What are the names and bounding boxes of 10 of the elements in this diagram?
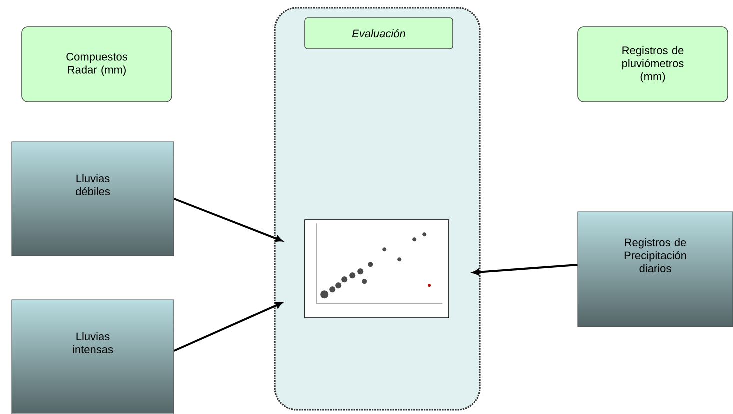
data-box: Registros de Precipitación diarios <box>578 212 733 328</box>
picture <box>304 220 450 318</box>
heading-box: Evaluación <box>304 18 454 50</box>
data-box: Lluvias débiles <box>12 142 174 256</box>
category-box: Compuestos Radar (mm) <box>22 26 172 102</box>
category-box: Registros de pluviómetros (mm) <box>578 26 728 102</box>
data-box: Lluvias intensas <box>12 300 174 414</box>
arrow <box>174 198 283 242</box>
arrow <box>472 264 578 276</box>
arrow <box>174 302 283 352</box>
